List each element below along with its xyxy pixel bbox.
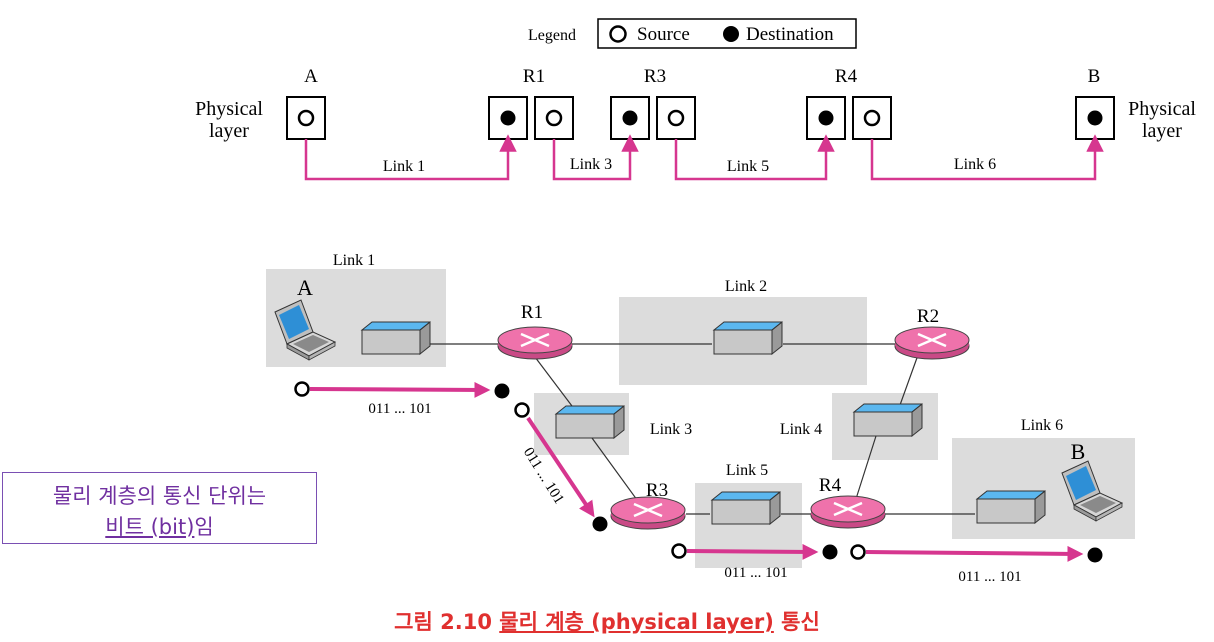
top-link-3-label: Link 3 (570, 156, 612, 173)
host-b-label: B (1071, 439, 1086, 464)
router-r2 (893, 325, 971, 361)
top-box-a-source (286, 96, 326, 140)
top-node-a-label: A (304, 66, 318, 87)
top-box-r4-source (852, 96, 892, 140)
legend-source-label: Source (637, 24, 690, 45)
physical-label-left-2: layer (209, 120, 249, 142)
network-links (430, 343, 975, 515)
bits-label-link-5: 011 ... 101 (724, 565, 787, 581)
top-link-1-label: Link 1 (383, 158, 425, 175)
bits-arrow-link-1 (294, 381, 510, 399)
top-node-b-label: B (1088, 66, 1101, 87)
switch-link-6 (976, 490, 1046, 524)
legend-source-icon (609, 25, 627, 43)
switch-link-4 (853, 403, 923, 437)
caption-suffix: 통신 (773, 610, 820, 634)
legend-destination-label: Destination (746, 24, 834, 45)
legend-destination-icon (723, 26, 739, 42)
bottom-link-1-label: Link 1 (333, 252, 375, 269)
top-node-r4-label: R4 (835, 66, 858, 87)
caption-underlined: 물리 계층 (physical layer) (499, 610, 774, 634)
top-box-b-destination (1075, 96, 1115, 140)
router-r4 (809, 494, 887, 530)
top-box-r3-source (656, 96, 696, 140)
top-box-r4-destination (806, 96, 846, 140)
physical-label-right-2: layer (1142, 120, 1182, 142)
top-link-6-label: Link 6 (954, 156, 996, 173)
legend-title: Legend (528, 27, 576, 44)
note-suffix: 임 (194, 515, 214, 539)
bits-arrow-link-3 (514, 402, 608, 532)
physical-label-right-1: Physical (1128, 98, 1196, 120)
bottom-link-6-label: Link 6 (1021, 417, 1063, 434)
bottom-link-4-label: Link 4 (780, 421, 822, 438)
note-bit-underlined: 비트 (bit) (105, 515, 195, 539)
top-link-6-path (870, 134, 1104, 181)
top-node-r3-label: R3 (644, 66, 666, 87)
top-node-r1-label: R1 (523, 66, 545, 87)
top-box-r1-source (534, 96, 574, 140)
note-line-2: 비트 (bit)임 (3, 511, 316, 541)
top-link-5-path (674, 134, 835, 181)
physical-label-left-1: Physical (195, 98, 263, 120)
switch-link-2 (713, 321, 783, 355)
router-r4-label: R4 (819, 475, 842, 496)
note-box: 물리 계층의 통신 단위는 비트 (bit)임 (2, 472, 317, 544)
host-a-label: A (297, 275, 313, 300)
note-line-1: 물리 계층의 통신 단위는 (52, 484, 267, 508)
router-r2-label: R2 (917, 306, 939, 327)
bottom-link-3-label: Link 3 (650, 421, 692, 438)
bits-label-link-1: 011 ... 101 (368, 401, 431, 417)
router-r3 (609, 495, 687, 531)
bits-label-link-6: 011 ... 101 (958, 569, 1021, 585)
top-link-5-label: Link 5 (727, 158, 769, 175)
top-link-3-path (552, 134, 639, 181)
bottom-link-2-label: Link 2 (725, 278, 767, 295)
bottom-link-5-label: Link 5 (726, 462, 768, 479)
switch-link-5 (711, 491, 781, 525)
figure-caption: 그림 2.10 물리 계층 (physical layer) 통신 (0, 606, 1214, 636)
region-link-6 (952, 438, 1135, 539)
switch-link-3 (555, 405, 625, 439)
switch-link-1 (361, 321, 431, 355)
router-r3-label: R3 (646, 480, 668, 501)
router-r1-label: R1 (521, 302, 543, 323)
top-box-r3-destination (610, 96, 650, 140)
caption-prefix: 그림 2.10 (394, 610, 500, 634)
router-r1 (496, 325, 574, 361)
bits-arrow-link-6 (850, 544, 1103, 563)
top-box-r1-destination (488, 96, 528, 140)
bits-arrow-link-5 (671, 543, 838, 560)
top-link-1-path (304, 134, 517, 181)
